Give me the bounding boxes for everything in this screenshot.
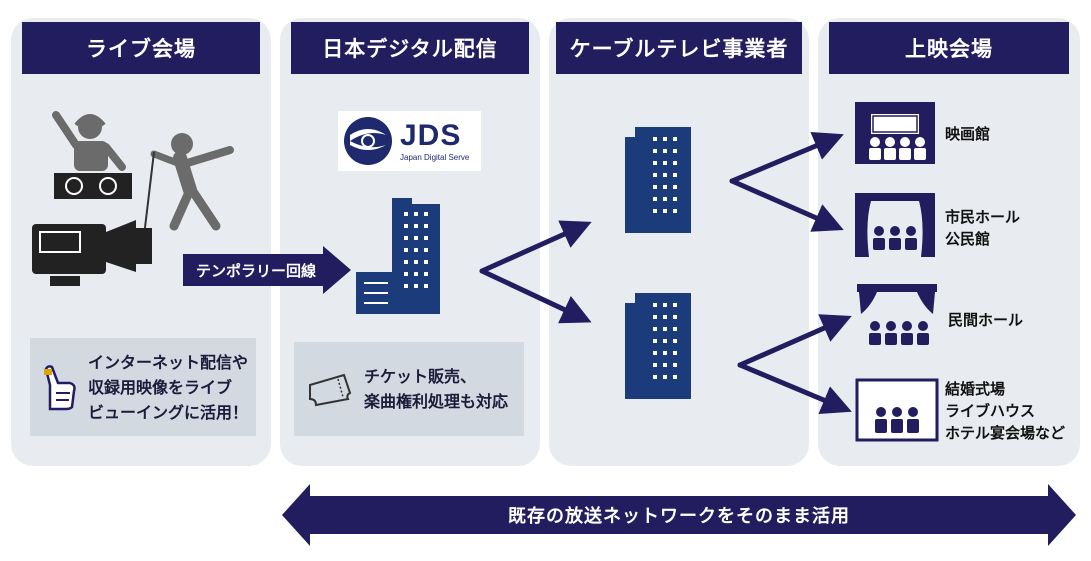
singer-performer-icon [143,133,234,237]
jds-branch-up-arrow [479,220,592,274]
live-note-line: ビューイングに活用！ [88,402,249,422]
venue-label-line: 市民ホール [945,208,1021,226]
venue-label-line: ホテル宴会場など [945,424,1066,442]
jds-building-icon [356,198,440,314]
cable-branch-banquet-arrow [737,362,852,415]
live-note-box: インターネット配信や 収録用映像をライブ ビューイングに活用！ [30,338,256,436]
cable-tv-building-icon [625,293,691,399]
panel-title-cable-tv: ケーブルテレビ事業者 [556,22,802,74]
cable-branch-hall-arrow [729,178,844,232]
venue-label-line: 結婚式場 [945,380,1006,398]
bottom-banner-arrow [282,484,1076,546]
venue-label-cinema: 映画館 [945,123,990,145]
jds-logo: JDS Japan Digital Serve [338,111,481,171]
live-note-text: インターネット配信や 収録用映像をライブ ビューイングに活用！ [88,350,248,425]
cable-branch-cinema-arrow [729,131,844,184]
jds-logo-mark-icon [344,117,392,165]
jds-note-text: チケット販売、 楽曲権利処理も対応 [364,364,508,414]
banquet-hall-icon [855,378,939,442]
live-note-line: 収録用映像をライブ [88,377,233,397]
venue-label-line: ライブハウス [945,402,1036,420]
panel-title-jds: 日本デジタル配信 [291,22,529,74]
venue-label-line: 映画館 [945,125,991,143]
venue-label-banquet: 結婚式場 ライブハウス ホテル宴会場など [945,378,1065,444]
jds-note-line: 楽曲権利処理も対応 [364,392,509,411]
stage-curtain-icon [855,193,935,257]
venue-label-line: 公民館 [945,230,991,248]
jds-logo-subtext: Japan Digital Serve [400,153,470,162]
cable-branch-private-hall-arrow [737,314,852,368]
panel-title-screening-venue: 上映会場 [829,22,1069,74]
panel-title-live-venue: ライブ会場 [22,22,260,74]
stage-curtain-icon [857,284,937,345]
cable-tv-building-icon [625,127,691,233]
venue-label-line: 民間ホール [948,311,1024,329]
dj-performer-icon [52,111,132,199]
cinema-screen-icon [855,102,935,164]
jds-note-box: チケット販売、 楽曲権利処理も対応 [294,342,524,436]
venue-label-private-hall: 民間ホール [948,309,1023,331]
jds-branch-down-arrow [479,268,592,324]
bottom-banner-label: 既存の放送ネットワークをそのまま活用 [508,506,850,527]
temporary-line-label: テンポラリー回線 [195,261,316,280]
thumbs-up-hand-icon [44,365,76,411]
jds-logo-text: JDS [400,119,462,152]
temporary-line-arrow [183,246,351,294]
ticket-icon [309,373,352,407]
venue-label-civic-hall: 市民ホール 公民館 [945,206,1020,250]
live-note-line: インターネット配信や [88,352,249,372]
video-camera-icon [32,220,152,286]
jds-note-line: チケット販売、 [364,367,477,386]
